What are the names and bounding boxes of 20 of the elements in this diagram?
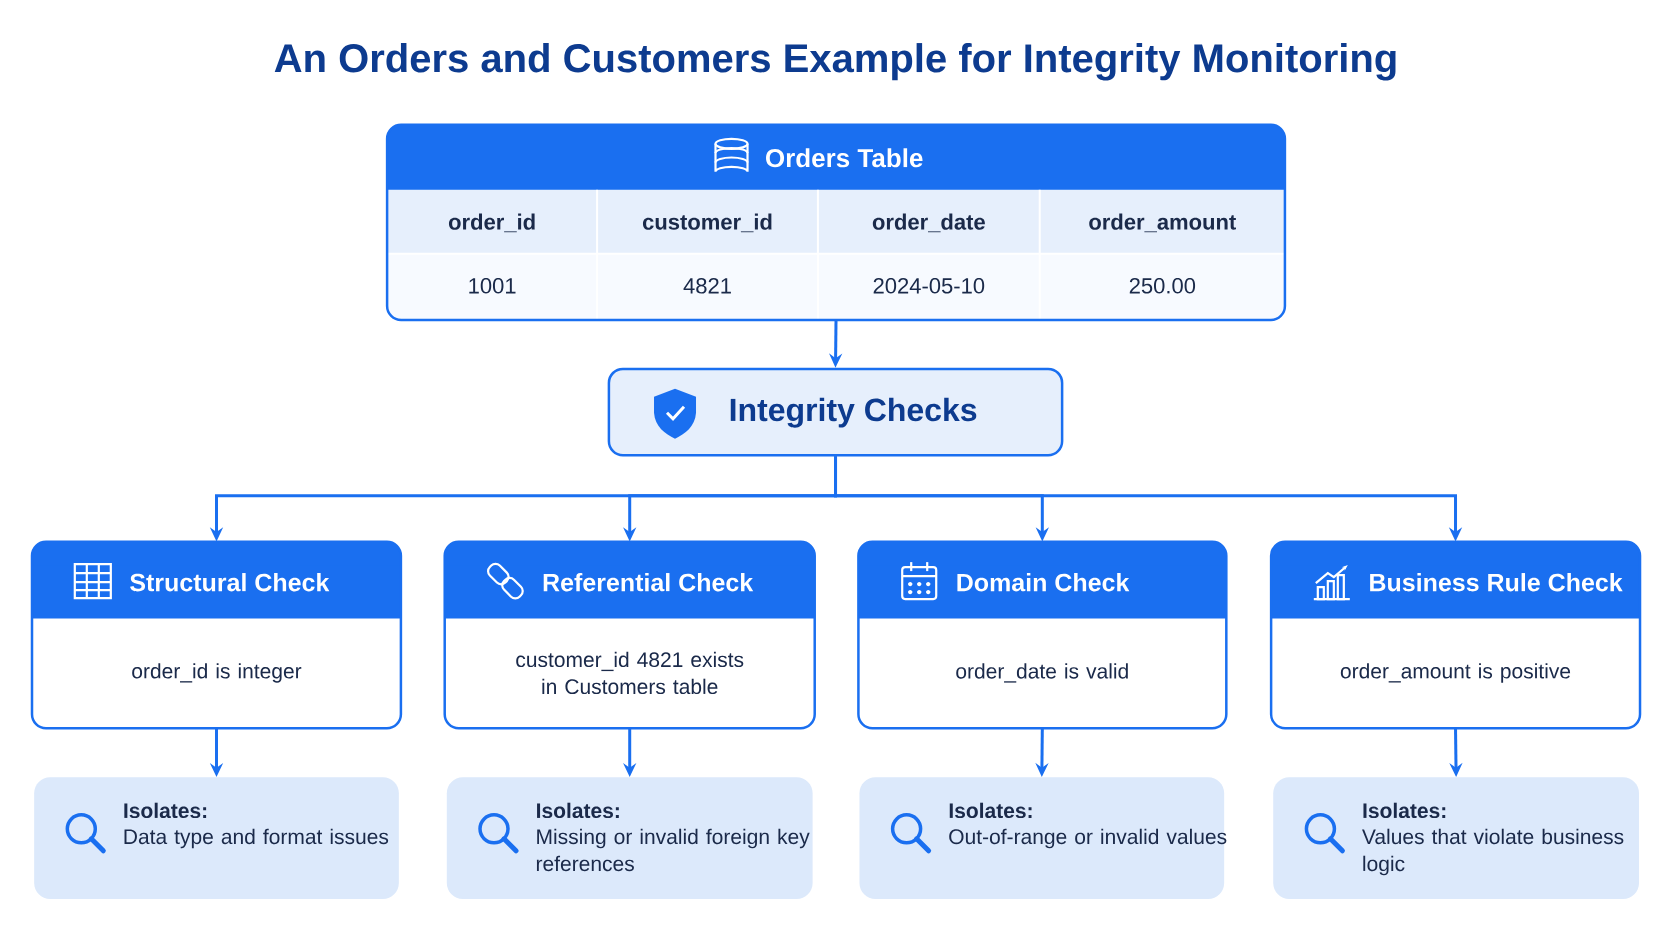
process-box: Integrity Checks [607,367,1064,457]
table-cell: 250.00 [1129,278,1196,294]
column-header: order_date [872,213,985,233]
result-box: Isolates: Data type and format issues [34,777,399,899]
data-table [385,123,1287,322]
check-box: Referential Check customer_id 4821 exists in Customers table [443,540,816,730]
result-box: Isolates: Values that violate business logic [1273,777,1639,899]
column-header: order_id [448,213,535,233]
table-title: Orders Table [766,148,923,168]
table-cell: 2024-05-10 [873,278,985,294]
check-box: Business Rule Check order_amount is positive [1269,540,1642,730]
check-box: Structural Check order_id is integer [30,540,403,730]
title: An Orders and Customers Example for Integrity Monitoring [274,43,1396,81]
column-header: customer_id [642,213,772,233]
table-cell: 1001 [469,278,516,294]
check-box: Domain Check order_date is valid [857,540,1228,730]
table-cell: 4821 [683,278,731,294]
result-box: Isolates: Missing or invalid foreign key references [446,777,813,899]
result-box: Isolates: Out-of-range or invalid values [859,777,1227,899]
column-header: order_amount [1089,213,1236,233]
